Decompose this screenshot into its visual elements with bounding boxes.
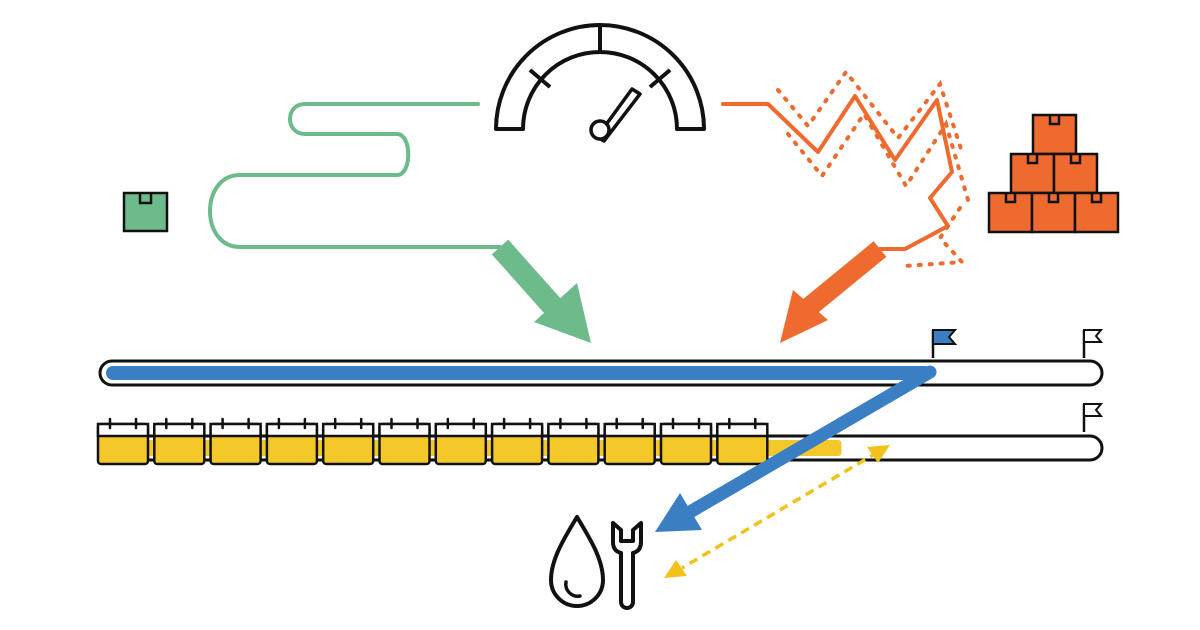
box-icon	[122, 191, 169, 233]
calendar-icon	[547, 417, 600, 466]
calendar-icon	[153, 417, 206, 466]
box-stack-icon	[987, 113, 1120, 234]
calendar-icon	[434, 417, 488, 466]
calendar-icon	[96, 417, 150, 466]
calendar-icon	[716, 417, 769, 466]
yellow-double-arrow	[664, 445, 890, 578]
calendar-icon	[378, 417, 431, 466]
orange-route-arrow	[721, 68, 970, 343]
calendar-icon	[321, 417, 375, 466]
flag-icon	[1082, 329, 1104, 358]
oil-drop-icon	[549, 515, 605, 608]
flag-icon	[931, 329, 958, 358]
flag-icon	[1082, 403, 1104, 432]
blue-arrow	[655, 365, 937, 532]
speedometer-icon	[494, 23, 706, 143]
green-route-arrow	[208, 102, 591, 343]
calendar-icon	[603, 417, 656, 466]
top-progress-fill	[106, 366, 932, 380]
calendar-icon	[490, 417, 544, 466]
calendar-icon	[659, 417, 713, 466]
calendar-row	[96, 417, 769, 466]
calendar-icon	[265, 417, 319, 466]
wrench-icon	[611, 521, 643, 610]
calendar-icon	[209, 417, 262, 466]
top-progress-track	[98, 359, 1104, 387]
